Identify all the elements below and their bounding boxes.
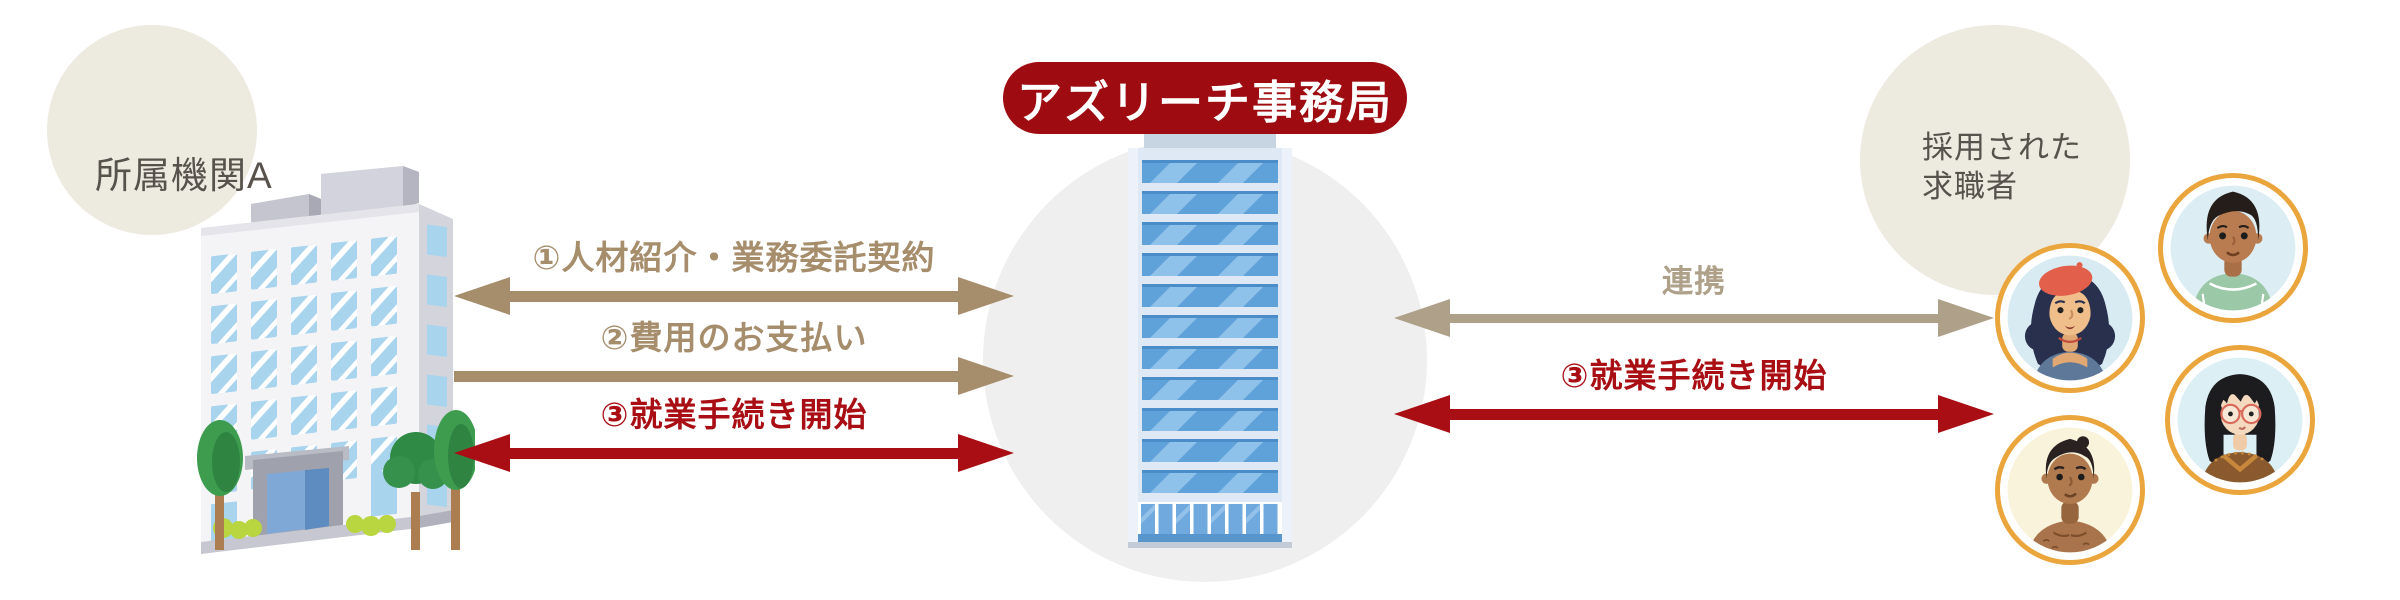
office-building-illustration [197, 166, 475, 554]
avatar-bare-shoulders-man [1995, 415, 2145, 565]
jobseekers-label-line2: 求職者 [1922, 169, 2018, 204]
arrowhead-left-icon [454, 277, 510, 315]
avatar-green-shirt-man [2158, 173, 2308, 323]
jobseekers-label: 採用された 求職者 [1922, 128, 2082, 206]
arrow-payment-label: ②費用のお支払い [600, 319, 868, 356]
office-banner-label: アズリーチ事務局 [1016, 76, 1393, 128]
arrow-collaboration: 連携 [1394, 264, 1994, 337]
left-org-circle [47, 25, 257, 235]
tower-building-illustration [1128, 130, 1292, 548]
avatar-glasses-woman [2165, 345, 2315, 495]
office-banner: アズリーチ事務局 [1003, 62, 1407, 134]
avatar-beret-woman [1995, 243, 2145, 393]
arrow-employment-start-left-label: ③就業手続き開始 [600, 396, 868, 433]
arrowhead-right-icon [958, 277, 1014, 315]
arrowhead-right-icon [958, 434, 1014, 472]
arrow-referral-contract-label: ①人材紹介・業務委託契約 [532, 239, 936, 276]
arrowhead-left-icon [454, 434, 510, 472]
jobseekers-label-line1: 採用された [1922, 130, 2082, 165]
arrow-employment-start-right: ③就業手続き開始 [1394, 357, 1994, 433]
arrow-collaboration-label: 連携 [1662, 264, 1726, 299]
arrow-referral-contract: ①人材紹介・業務委託契約 [454, 239, 1014, 315]
arrowhead-left-icon [1394, 299, 1450, 337]
arrowhead-left-icon [1394, 395, 1450, 433]
left-org-label: 所属機関A [95, 155, 273, 196]
arrow-employment-start-left: ③就業手続き開始 [454, 396, 1014, 472]
arrow-employment-start-right-label: ③就業手続き開始 [1560, 357, 1828, 394]
arrowhead-right-icon [958, 357, 1014, 395]
arrow-payment: ②費用のお支払い [454, 319, 1014, 395]
arrowhead-right-icon [1938, 395, 1994, 433]
arrowhead-right-icon [1938, 299, 1994, 337]
